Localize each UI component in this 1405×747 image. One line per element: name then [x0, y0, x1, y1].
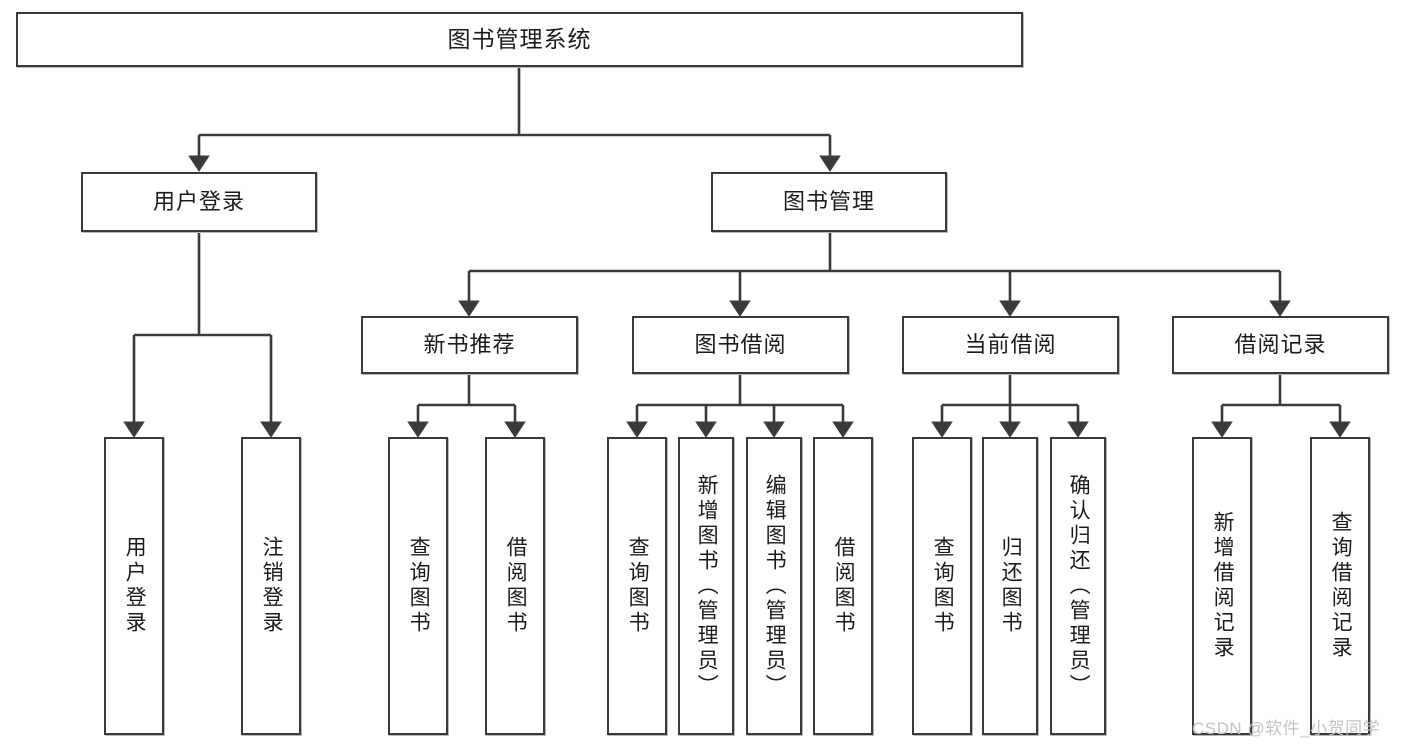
node-root-system[interactable]: 图书管理系统 — [16, 12, 1023, 67]
node-user-login[interactable]: 用户登录 — [81, 172, 317, 232]
leaf-current-return-book[interactable]: 归还图书 — [982, 437, 1038, 735]
leaf-borrow-borrow-book[interactable]: 借阅图书 — [813, 437, 873, 735]
node-book-borrow[interactable]: 图书借阅 — [632, 316, 849, 374]
leaf-record-query-borrow-record[interactable]: 查询借阅记录 — [1310, 437, 1370, 735]
leaf-current-query-book[interactable]: 查询图书 — [912, 437, 972, 735]
leaf-recommend-query-book[interactable]: 查询图书 — [388, 437, 448, 735]
leaf-borrow-query-book[interactable]: 查询图书 — [607, 437, 667, 735]
leaf-user-login-signin[interactable]: 用户登录 — [104, 437, 164, 735]
node-new-book-recommend[interactable]: 新书推荐 — [361, 316, 578, 374]
leaf-current-confirm-return-admin[interactable]: 确认归还（管理员） — [1050, 437, 1106, 735]
leaf-borrow-add-book-admin[interactable]: 新增图书（管理员） — [678, 437, 734, 735]
leaf-user-login-signout[interactable]: 注销登录 — [241, 437, 301, 735]
node-borrow-record[interactable]: 借阅记录 — [1172, 316, 1389, 374]
node-book-management[interactable]: 图书管理 — [711, 172, 947, 232]
node-current-borrow[interactable]: 当前借阅 — [902, 316, 1119, 374]
leaf-record-add-borrow-record[interactable]: 新增借阅记录 — [1192, 437, 1252, 735]
leaf-recommend-borrow-book[interactable]: 借阅图书 — [485, 437, 545, 735]
csdn-watermark: CSDN @软件_小贺同学 — [1192, 719, 1381, 738]
leaf-borrow-edit-book-admin[interactable]: 编辑图书（管理员） — [746, 437, 802, 735]
